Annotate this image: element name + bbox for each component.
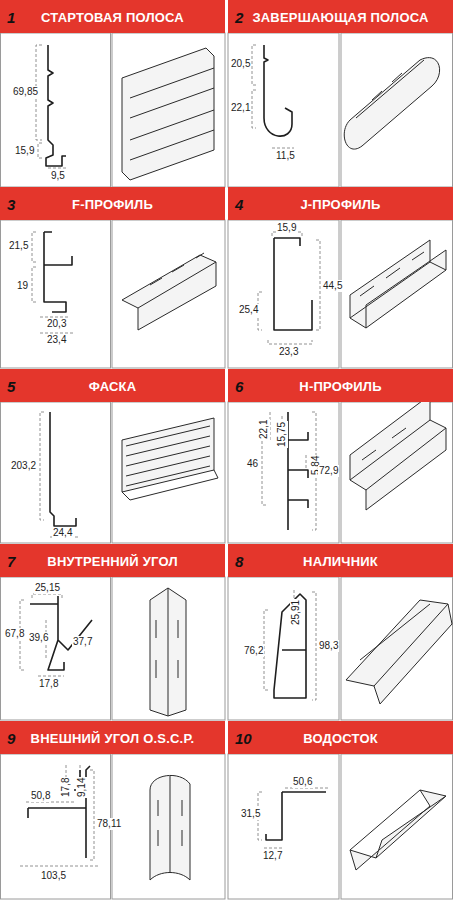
profile-title: F-ПРОФИЛЬ [72, 196, 153, 211]
header-band: 6 H-ПРОФИЛЬ [228, 369, 453, 402]
dimension-label: 203,2 [10, 460, 37, 472]
callout-number: 8 [235, 552, 243, 569]
dimension-label: 9,14 [76, 777, 88, 798]
dimension-label: 15,9 [276, 222, 297, 234]
dimension-label: 22,1 [230, 102, 251, 114]
dimension-label: 25,15 [34, 582, 61, 594]
header-band: 9 ВНЕШНИЙ УГОЛ O.S.C.P. [0, 721, 225, 754]
callout-number: 2 [235, 8, 243, 25]
dimension-label: 9,5 [50, 170, 66, 182]
dimension-label: 17,8 [38, 678, 59, 690]
callout-number: 5 [7, 377, 15, 394]
callout-number: 4 [235, 195, 243, 212]
header-band: 1 СТАРТОВАЯ ПОЛОСА [0, 0, 225, 33]
profile-title: ВНЕШНИЙ УГОЛ O.S.C.P. [31, 730, 195, 745]
dimension-label: 72,9 [318, 465, 339, 477]
header-band: 4 J-ПРОФИЛЬ [228, 187, 453, 220]
dimension-label: 22,1 [258, 419, 270, 440]
dimension-label: 69,85 [12, 86, 39, 98]
dimension-label: 12,7 [262, 850, 283, 862]
header-band: 10 ВОДОСТОК [228, 721, 453, 754]
callout-number: 10 [235, 729, 252, 746]
profile-title: J-ПРОФИЛЬ [300, 196, 380, 211]
dimension-label: 44,5 [322, 280, 343, 292]
profile-title: ФАСКА [89, 378, 137, 393]
dimension-label: 25,4 [238, 304, 259, 316]
header-band: 2 ЗАВЕРШАЮЩАЯ ПОЛОСА [228, 0, 453, 33]
dimension-label: 25,91 [290, 599, 302, 626]
dimension-label: 39,6 [28, 632, 49, 644]
callout-number: 7 [7, 552, 15, 569]
dimension-label: 46 [246, 458, 259, 470]
dimension-label: 76,2 [243, 645, 264, 657]
callout-number: 6 [235, 377, 243, 394]
dimension-label: 17,8 [60, 777, 72, 798]
dimension-label: 23,3 [278, 346, 299, 358]
profile-title: ЗАВЕРШАЮЩАЯ ПОЛОСА [252, 9, 428, 24]
profile-title: НАЛИЧНИК [303, 553, 378, 568]
dimension-label: 23,4 [46, 334, 67, 346]
callout-number: 1 [7, 8, 15, 25]
dimension-label: 50,8 [30, 790, 51, 802]
dimension-label: 20,5 [230, 58, 251, 70]
callout-number: 3 [7, 195, 15, 212]
dimension-label: 24,4 [52, 527, 73, 539]
dimension-label: 37,7 [72, 636, 93, 648]
header-band: 8 НАЛИЧНИК [228, 544, 453, 577]
dimension-label: 50,6 [292, 776, 313, 788]
profile-title: ВНУТРЕННИЙ УГОЛ [47, 553, 177, 568]
profile-title: H-ПРОФИЛЬ [299, 378, 381, 393]
dimension-label: 21,5 [8, 240, 29, 252]
header-band: 7 ВНУТРЕННИЙ УГОЛ [0, 544, 225, 577]
header-band: 5 ФАСКА [0, 369, 225, 402]
dimension-label: 67,8 [4, 628, 25, 640]
dimension-label: 20,3 [46, 318, 67, 330]
callout-number: 9 [7, 729, 15, 746]
cell-borders [1, 33, 453, 899]
dimension-label: 103,5 [40, 870, 67, 882]
dimension-label: 78,11 [96, 818, 122, 830]
dimension-label: 19 [16, 280, 29, 292]
dimension-label: 15,75 [276, 421, 288, 448]
header-band: 3 F-ПРОФИЛЬ [0, 187, 225, 220]
profile-title: ВОДОСТОК [303, 730, 378, 745]
dimension-label: 98,3 [318, 640, 339, 652]
dimension-label: 31,5 [240, 808, 261, 820]
dimension-label: 15,9 [14, 145, 35, 157]
profile-title: СТАРТОВАЯ ПОЛОСА [41, 9, 184, 24]
dimension-label: 11,5 [275, 150, 296, 162]
profile-illustrations [122, 48, 452, 880]
